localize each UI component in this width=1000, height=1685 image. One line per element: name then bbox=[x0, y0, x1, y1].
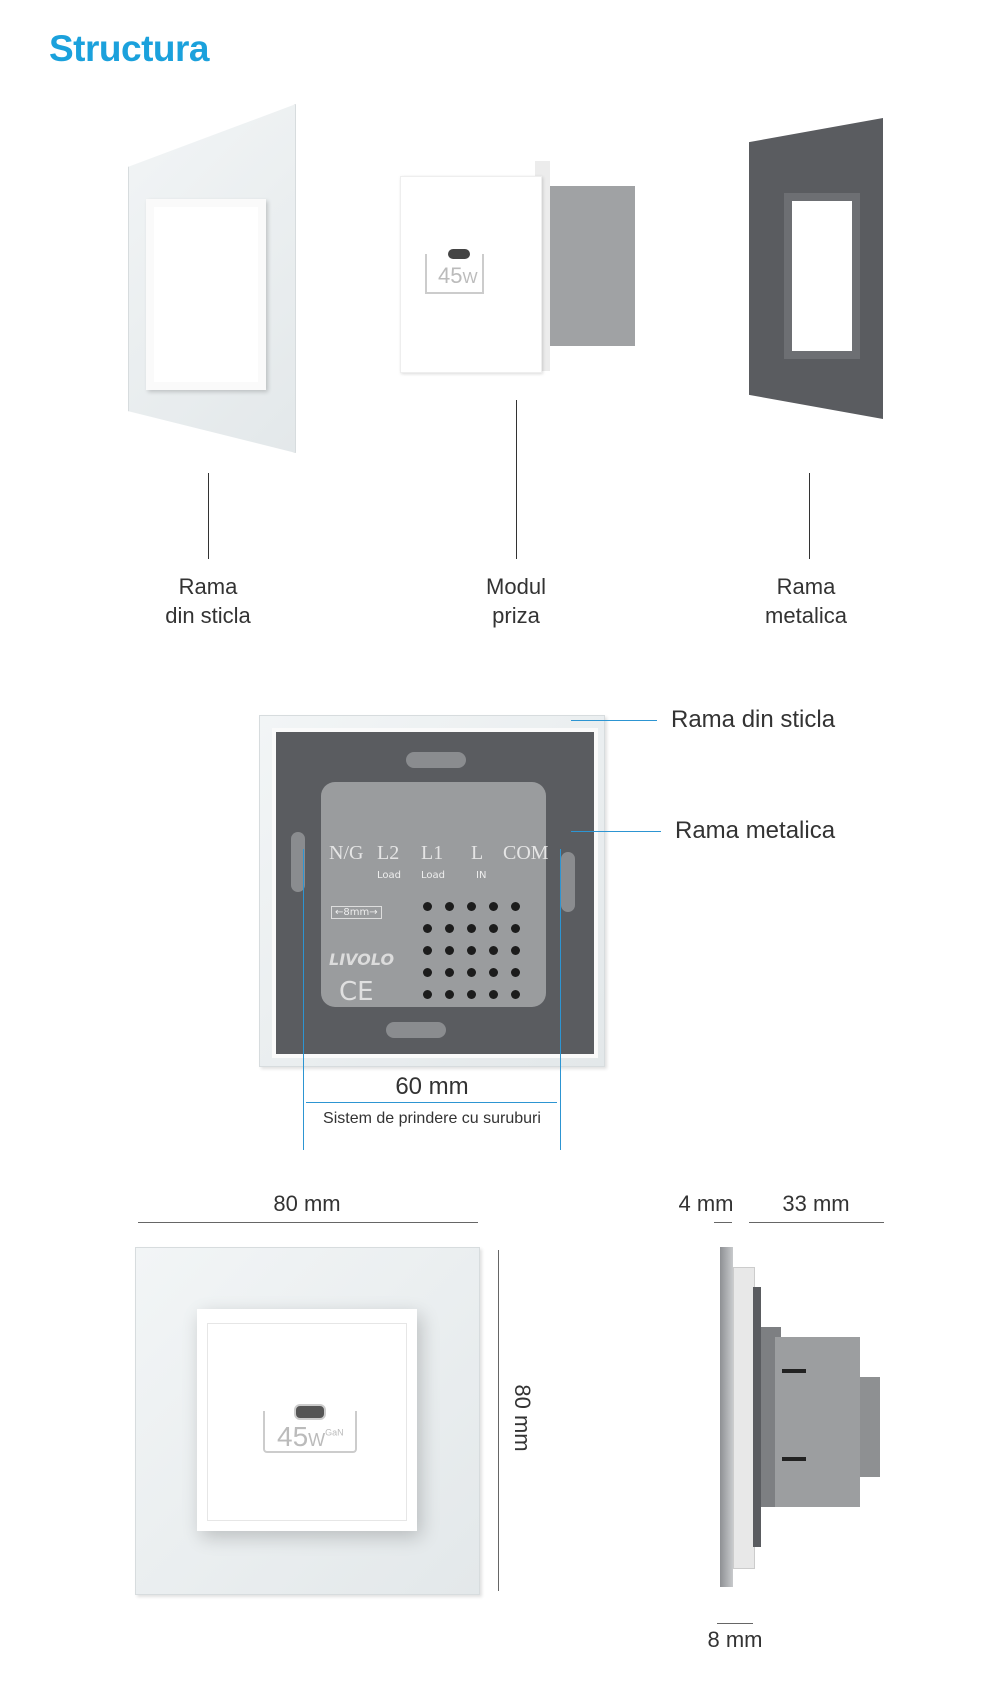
callout-glass-frame: Rama din sticla bbox=[671, 706, 836, 733]
vent-hole bbox=[445, 946, 454, 955]
vent-hole bbox=[467, 990, 476, 999]
power-unit: W bbox=[462, 270, 478, 287]
mount-arrow bbox=[306, 1102, 557, 1103]
vent-hole bbox=[511, 990, 520, 999]
vent-hole bbox=[445, 990, 454, 999]
usb-c-port-icon bbox=[294, 1404, 326, 1420]
front-height-label: 80 mm bbox=[510, 1384, 535, 1452]
vent-hole bbox=[445, 902, 454, 911]
depth-label: 33 mm bbox=[782, 1191, 850, 1216]
dimension-line bbox=[498, 1250, 499, 1591]
callout-metal-frame: Rama metalica bbox=[675, 817, 836, 844]
vent-hole bbox=[467, 924, 476, 933]
strip-gauge: ←8mm→ bbox=[331, 906, 382, 919]
vent-hole bbox=[467, 902, 476, 911]
vent-hole bbox=[467, 968, 476, 977]
power-rating: 45 bbox=[438, 263, 463, 288]
dimension-line bbox=[717, 1623, 753, 1624]
front-view-image: 45WGaN bbox=[135, 1247, 480, 1595]
page-title: Structura bbox=[49, 28, 209, 69]
vent-hole bbox=[423, 902, 432, 911]
vent-hole bbox=[489, 902, 498, 911]
vent-hole bbox=[511, 946, 520, 955]
glass-frame-image bbox=[128, 104, 296, 453]
callout-line bbox=[571, 831, 661, 832]
mount-line bbox=[303, 849, 304, 1150]
vent-hole bbox=[423, 968, 432, 977]
glass-thickness-label: 4 mm bbox=[678, 1191, 734, 1216]
vent-hole bbox=[445, 924, 454, 933]
leader-line bbox=[516, 400, 517, 559]
vent-hole bbox=[423, 924, 432, 933]
vent-hole bbox=[489, 968, 498, 977]
leader-line bbox=[809, 473, 810, 559]
vent-hole bbox=[445, 968, 454, 977]
frame-offset-label: 8 mm bbox=[707, 1627, 763, 1652]
usb-c-port-icon bbox=[448, 249, 470, 259]
gan-label: GaN bbox=[325, 1427, 344, 1438]
terminal-sublabel: IN bbox=[476, 870, 487, 881]
leader-line bbox=[208, 473, 209, 559]
dimension-line bbox=[749, 1222, 884, 1223]
mount-caption: Sistem de prindere cu suruburi bbox=[323, 1110, 541, 1127]
dimension-line bbox=[138, 1222, 478, 1223]
vent-hole bbox=[511, 924, 520, 933]
power-rating: 45 bbox=[277, 1421, 309, 1452]
mount-line bbox=[560, 849, 561, 1150]
power-unit: W bbox=[308, 1430, 326, 1450]
terminal-sublabel: Load bbox=[377, 870, 401, 881]
terminal-sublabel: Load bbox=[421, 870, 445, 881]
side-view-image bbox=[720, 1247, 880, 1587]
terminal-label: COM bbox=[503, 842, 549, 864]
callout-line bbox=[571, 720, 657, 721]
vent-hole bbox=[423, 990, 432, 999]
terminal-label: L1 bbox=[421, 842, 444, 864]
dimension-line bbox=[714, 1222, 732, 1223]
vent-hole bbox=[489, 946, 498, 955]
terminal-label: L2 bbox=[377, 842, 400, 864]
back-view-image: N/G L2 L1 L COM Load Load IN ←8mm→ LIVOL… bbox=[259, 715, 605, 1067]
vent-hole bbox=[511, 902, 520, 911]
brand-logo: LIVOLO bbox=[329, 950, 395, 969]
socket-module-image: 45W bbox=[400, 161, 635, 373]
terminal-label: N/G bbox=[329, 842, 364, 864]
ce-mark: CE bbox=[339, 977, 374, 1007]
front-width-label: 80 mm bbox=[273, 1191, 341, 1216]
terminal-label: L bbox=[471, 842, 484, 864]
metal-frame-image bbox=[749, 118, 883, 419]
vent-hole bbox=[511, 968, 520, 977]
mount-distance: 60 mm bbox=[395, 1073, 469, 1100]
vent-hole bbox=[423, 946, 432, 955]
vent-hole bbox=[489, 990, 498, 999]
vent-hole bbox=[467, 946, 476, 955]
vent-hole bbox=[489, 924, 498, 933]
